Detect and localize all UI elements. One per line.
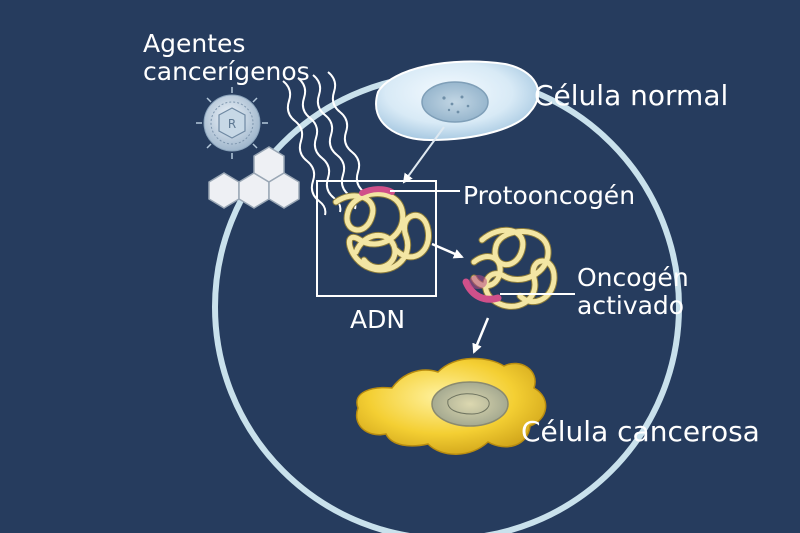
carcinogens-label-line1: Agentes — [143, 29, 246, 58]
radiation-waves-icon — [282, 71, 372, 216]
oncogene-marker — [462, 278, 502, 303]
carcinogens-label-line2: cancerígenos — [143, 57, 310, 86]
mutation-arrow — [431, 242, 464, 259]
activated-oncogene-label-line2: activado — [577, 291, 685, 320]
transformation-arrow — [472, 317, 490, 354]
cancer-cell-nucleus — [431, 381, 509, 427]
normal-cell-label: Célula normal — [534, 79, 729, 112]
cancer-cell-label: Célula cancerosa — [521, 415, 760, 448]
normal-cell — [375, 60, 540, 142]
normal-cell-pointer — [402, 126, 445, 184]
normal-cell-nucleus — [421, 81, 489, 123]
carcinogens-label: Agentes cancerígenos — [143, 30, 310, 86]
protooncogene-label: Protooncogén — [463, 181, 636, 210]
activated-oncogene-label-line1: Oncogén — [577, 263, 689, 292]
svg-text:R: R — [228, 117, 236, 131]
cancer-cell — [355, 357, 547, 455]
dna-label: ADN — [350, 305, 406, 334]
chemical-hexagon-icon — [208, 146, 300, 209]
virus-icon: R — [196, 87, 268, 159]
protooncogene-marker — [359, 186, 395, 196]
oncogene-coil — [462, 226, 558, 310]
dna-box — [316, 180, 437, 297]
dna-coil — [332, 186, 432, 274]
activated-oncogene-label: Oncogén activado — [577, 264, 689, 320]
